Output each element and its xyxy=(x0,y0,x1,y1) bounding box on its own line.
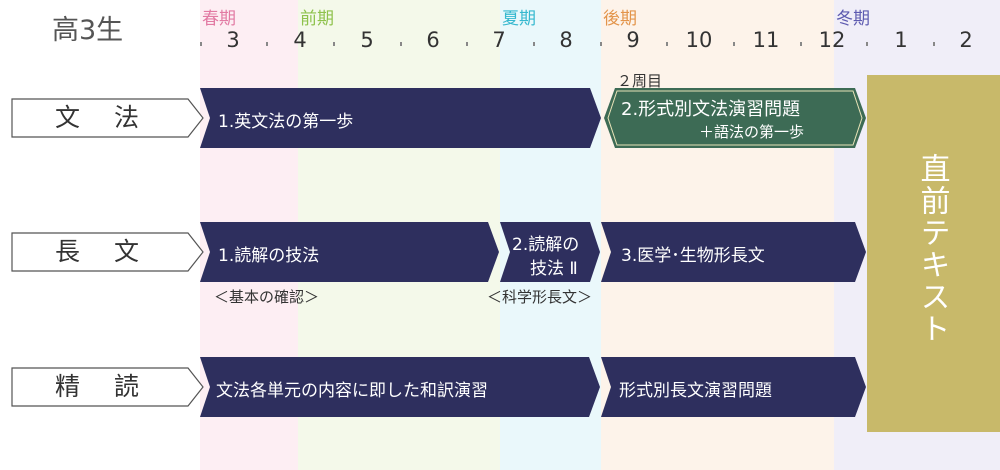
month-tick xyxy=(466,42,468,46)
month-label: 10 xyxy=(685,28,713,52)
month-label: 12 xyxy=(818,28,846,52)
month-label: 4 xyxy=(293,28,307,52)
month-tick xyxy=(866,42,868,46)
course-title: 形式別長文演習問題 xyxy=(619,381,772,401)
course-bar-grammar-fall: 2.形式別文法演習問題 ＋語法の第一歩 xyxy=(603,88,867,148)
month-tick xyxy=(600,42,602,46)
row-label-arrow-outline xyxy=(11,98,204,138)
second-round-note: ２周目 xyxy=(617,72,663,90)
row-label-text: 長文 xyxy=(54,237,173,266)
course-bar-reading-2: 2.読解の 技法 Ⅱ xyxy=(500,222,601,282)
month-tick xyxy=(800,42,802,46)
final-text-block: 直前テキスト xyxy=(867,75,1000,432)
row-label-grammar: 文法 xyxy=(0,98,210,142)
month-tick xyxy=(733,42,735,46)
season-spring: 春期 xyxy=(202,9,236,29)
course-title: 2.読解の xyxy=(512,235,580,255)
row-label-text: 文法 xyxy=(54,103,173,132)
month-tick xyxy=(333,42,335,46)
row-label-arrow-outline xyxy=(11,367,204,407)
month-label: 2 xyxy=(959,28,973,52)
course-title: 文法各単元の内容に即した和訳演習 xyxy=(216,381,488,401)
season-first-term: 前期 xyxy=(300,9,334,29)
month-label: 1 xyxy=(894,28,908,52)
course-title: 1.読解の技法 xyxy=(218,246,320,266)
course-bar-grammar-spring: 1.英文法の第一歩 xyxy=(200,88,602,148)
course-subtitle: ＋語法の第一歩 xyxy=(699,123,805,141)
row-label-text: 精読 xyxy=(54,372,173,401)
course-title: 1.英文法の第一歩 xyxy=(218,112,354,132)
month-label: 3 xyxy=(226,28,240,52)
course-bar-reading-1: 1.読解の技法 xyxy=(200,222,500,282)
row-label-intensive: 精読 xyxy=(0,367,210,411)
course-bar-intensive-1: 文法各単元の内容に即した和訳演習 xyxy=(200,357,601,417)
final-text-label: 直前テキスト xyxy=(914,153,950,345)
month-tick xyxy=(533,42,535,46)
month-label: 5 xyxy=(360,28,374,52)
course-title: 3.医学･生物形長文 xyxy=(621,246,765,266)
row-label-arrow-outline xyxy=(11,232,204,272)
season-winter: 冬期 xyxy=(836,9,870,29)
month-label: 7 xyxy=(492,28,506,52)
season-fall-term: 後期 xyxy=(603,9,637,29)
course-bar-intensive-2: 形式別長文演習問題 xyxy=(601,357,867,417)
month-tick xyxy=(400,42,402,46)
course-title: 2.形式別文法演習問題 xyxy=(621,99,801,120)
course-note: ＜科学形長文＞ xyxy=(487,288,593,306)
month-label: 6 xyxy=(426,28,440,52)
grade-label: 高3生 xyxy=(52,15,124,46)
month-tick xyxy=(666,42,668,46)
row-label-reading: 長文 xyxy=(0,232,210,276)
course-note: ＜基本の確認＞ xyxy=(214,288,320,306)
course-title: 技法 Ⅱ xyxy=(530,259,578,279)
month-tick xyxy=(200,42,202,46)
course-bar-reading-3: 3.医学･生物形長文 xyxy=(601,222,867,282)
month-tick xyxy=(266,42,268,46)
season-summer: 夏期 xyxy=(502,9,536,29)
month-tick xyxy=(933,42,935,46)
month-label: 11 xyxy=(752,28,780,52)
month-label: 8 xyxy=(559,28,573,52)
month-label: 9 xyxy=(626,28,640,52)
